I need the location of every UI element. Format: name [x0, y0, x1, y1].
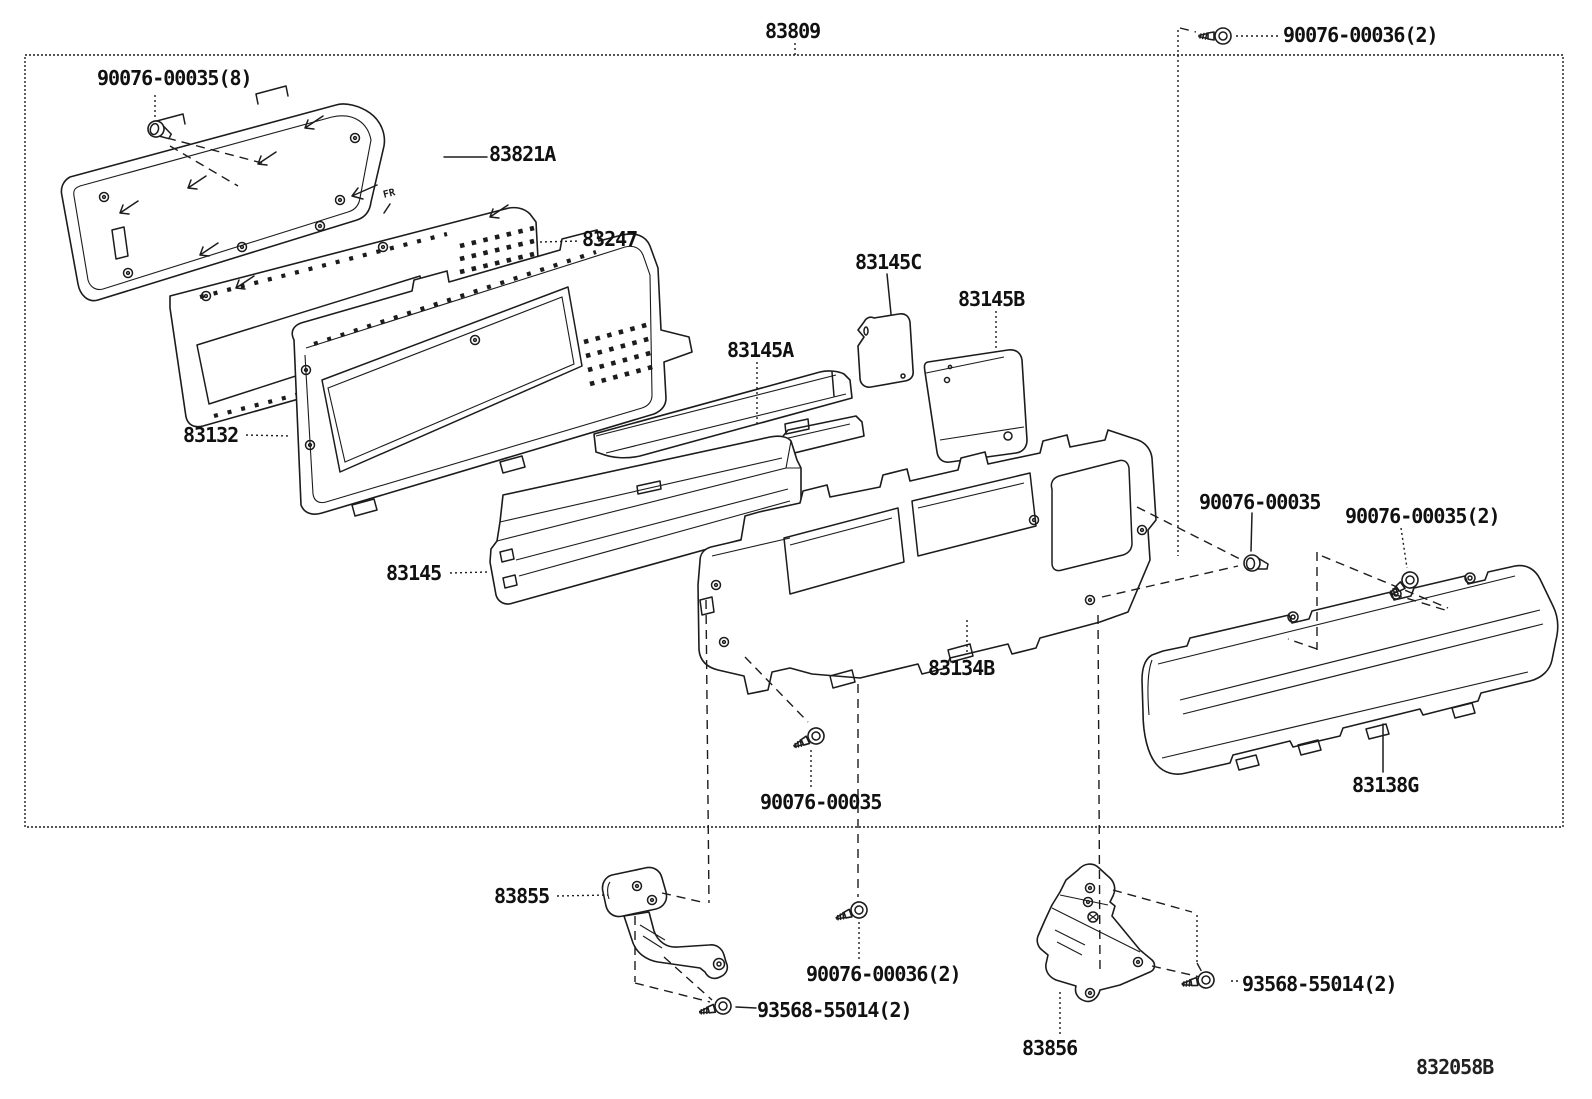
drawing-code: 832058B [1416, 1055, 1494, 1079]
screw-icon [1243, 554, 1269, 572]
callout-90076-00035-2: 90076-00035(2) [1345, 504, 1501, 528]
callout-83247: 83247 [582, 227, 638, 251]
callout-83809: 83809 [765, 19, 821, 43]
callout-83856: 83856 [1022, 1036, 1078, 1060]
callout-93568-55014-2-left: 93568-55014(2) [757, 998, 913, 1022]
callout-83855: 83855 [494, 884, 550, 908]
callout-83145: 83145 [386, 561, 442, 585]
part-83134b-front-housing [697, 429, 1157, 695]
part-83145-lens [489, 435, 802, 605]
assembly-construction-lines [166, 27, 1449, 1003]
callout-90076-00036-2-top: 90076-00036(2) [1283, 23, 1439, 47]
callout-83821a: 83821A [489, 142, 556, 166]
part-83132-meter-case [291, 229, 693, 517]
screw-icon [790, 724, 828, 755]
part-83138g-front-cover [1141, 564, 1559, 775]
screw-icon [145, 118, 175, 142]
callout-leader-lines [154, 35, 1408, 1035]
part-83145a-lens-strip [593, 370, 853, 459]
callout-90076-00035-mid: 90076-00035 [1199, 490, 1321, 514]
screw-icon [696, 995, 734, 1021]
screw-icon [832, 898, 871, 927]
part-83855-bracket [601, 866, 729, 980]
callout-90076-00035-bot: 90076-00035 [760, 790, 882, 814]
part-83145c-lens [857, 313, 914, 388]
callout-93568-55014-2-right: 93568-55014(2) [1242, 972, 1398, 996]
callout-90076-00036-2-bot: 90076-00036(2) [806, 962, 962, 986]
callout-83145a: 83145A [727, 338, 794, 362]
callout-83145b: 83145B [958, 287, 1025, 311]
callout-83145c: 83145C [855, 250, 922, 274]
callout-83134b: 83134B [928, 656, 995, 680]
callout-83132: 83132 [183, 423, 239, 447]
part-83856-bracket [1036, 863, 1156, 1003]
callout-90076-00035-8: 90076-00035(8) [97, 66, 253, 90]
fr-marking: FR [382, 187, 397, 201]
diagram-frame [24, 54, 1564, 828]
screw-icon [1198, 27, 1232, 45]
part-83821a-rear-cover: FR [60, 85, 397, 302]
callout-83138g: 83138G [1352, 773, 1419, 797]
part-83145b-lens [923, 349, 1028, 463]
